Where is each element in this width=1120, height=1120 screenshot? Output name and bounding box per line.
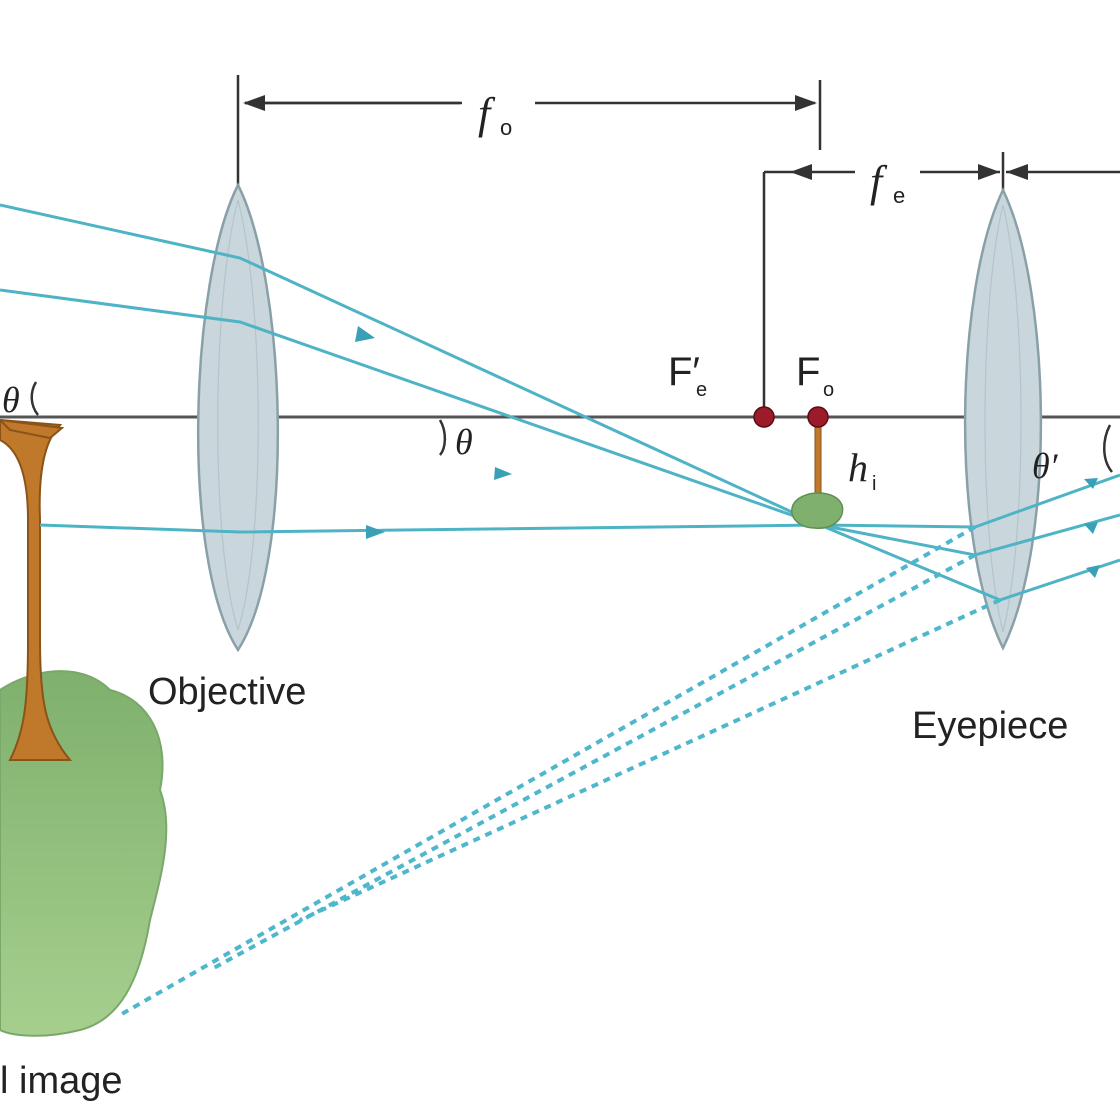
label-fo-top: f [478,89,496,138]
label-fe-prime: F′ [668,350,700,394]
label-eyepiece: Eyepiece [912,705,1068,747]
label-fo-top-sub: o [500,115,512,140]
label-fe-top: f [870,157,888,206]
eyepiece-lens [963,152,1043,651]
label-theta-prime: θ′ [1032,446,1059,486]
label-virtual-image: l image [0,1060,123,1102]
objective-lens [196,75,280,653]
focal-point-fo [807,406,829,428]
intermediate-image [791,419,844,529]
label-hi-sub: i [872,473,876,495]
virtual-image-foliage [0,670,168,1037]
virtual-rays [119,525,1001,1017]
label-fo-point: F [796,350,820,394]
virtual-image-trunk [0,418,73,761]
label-theta-mid: θ [455,422,473,462]
focal-point-fe-prime [753,406,775,428]
virtual-image-tree [0,418,168,1037]
label-theta-left: θ [2,380,20,420]
ray-middle [0,288,1120,557]
label-fo-point-sub: o [823,379,834,401]
label-objective: Objective [148,671,306,713]
label-fe-prime-sub: e [696,379,707,401]
eyepiece-focal-length-dimension [762,164,1120,412]
objective-focal-length-dimension [243,80,822,150]
label-hi: h [848,445,868,490]
label-fe-top-sub: e [893,183,905,208]
